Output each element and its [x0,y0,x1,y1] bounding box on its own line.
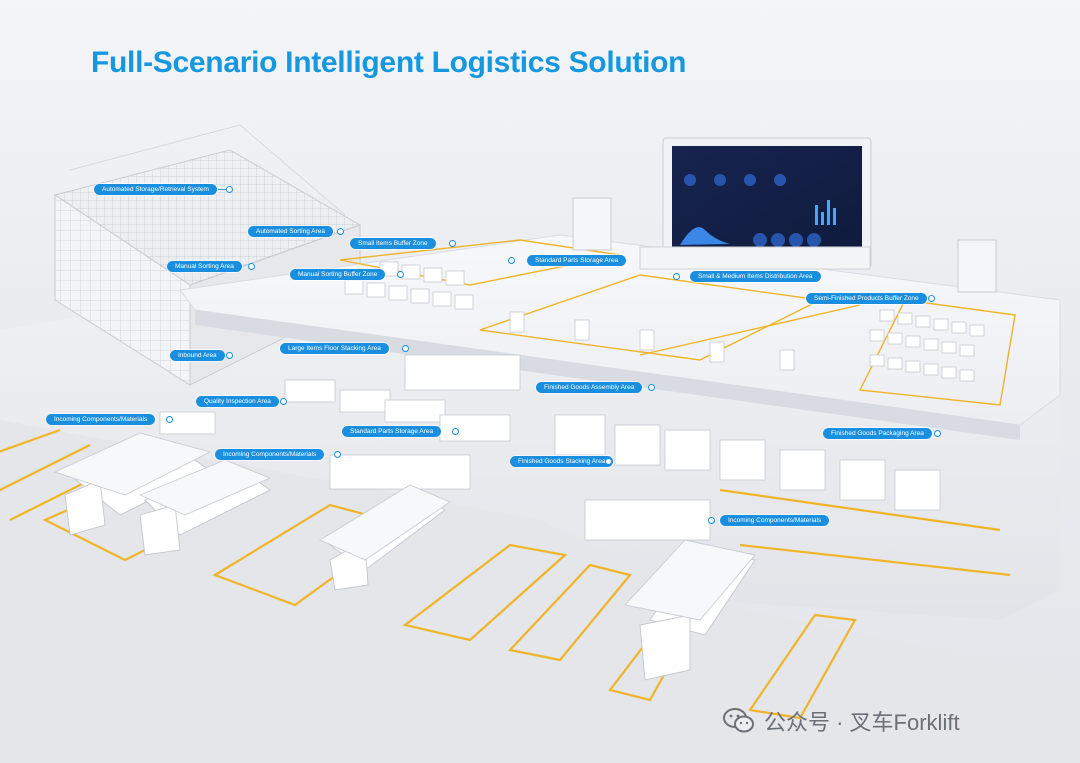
dot-incoming-left [166,416,173,423]
tag-incoming-right: Incoming Components/Materials [720,515,830,526]
tag-finished-goods-stacking: Finished Goods Stacking Area [510,456,614,467]
tag-standard-parts-storage-lower: Standard Parts Storage Area [342,426,442,437]
dot-automated-sorting [337,228,344,235]
tag-quality-inspection: Quality Inspection Area [196,396,279,407]
dot-asrs [226,186,233,193]
mezzanine-racks [344,261,985,382]
dot-semi-finished-buffer [928,295,935,302]
tag-finished-goods-assembly: Finished Goods Assembly Area [536,382,643,393]
wechat-icon [723,708,754,733]
dot-finished-goods-packaging [934,430,941,437]
road [0,420,1080,763]
mezzanine [179,234,1061,440]
tag-small-medium-distribution: Small & Medium Items Distribution Area [690,271,821,282]
dot-finished-goods-assembly [648,384,655,391]
tag-standard-parts-storage-upper: Standard Parts Storage Area [527,255,627,266]
dot-incoming-right [708,517,715,524]
dot-finished-goods-stacking [605,458,612,465]
dot-incoming-middle [334,451,341,458]
watermark: 公众号 · 叉车Forklift [722,705,960,737]
tag-large-items-stacking: Large Items Floor Stacking Area [280,343,389,354]
watermark-text: 公众号 · 叉车Forklift [764,710,960,735]
tag-manual-sorting: Manual Sorting Area [167,261,242,272]
dot-standard-parts-storage-upper [508,257,515,264]
tag-small-items-buffer: Small Items Buffer Zone [350,238,436,249]
dot-small-medium-distribution [673,273,680,280]
dot-inbound [226,352,233,359]
tag-incoming-left: Incoming Components/Materials [46,414,156,425]
dot-manual-sorting [248,263,255,270]
tag-manual-sorting-buffer: Manual Sorting Buffer Zone [290,269,386,280]
truck-canopies [53,432,756,621]
dot-manual-sorting-buffer [397,271,404,278]
ground-goods [159,354,941,541]
page-title: Full-Scenario Intelligent Logistics Solu… [91,46,687,79]
dot-standard-parts-storage-lower [452,428,459,435]
tag-semi-finished-buffer: Semi-Finished Products Buffer Zone [806,293,927,304]
tag-finished-goods-packaging: Finished Goods Packaging Area [823,428,932,439]
tag-incoming-middle: Incoming Components/Materials [215,449,325,460]
dot-small-items-buffer [449,240,456,247]
tag-automated-sorting: Automated Sorting Area [248,226,334,237]
dot-quality-inspection [280,398,287,405]
tag-asrs: Automated Storage/Retrieval System [94,184,217,195]
dashboard-screen [639,137,872,270]
tag-inbound: Inbound Area [170,350,225,361]
kiosks [572,197,997,293]
leader-asrs [218,189,228,190]
dot-large-items-stacking [402,345,409,352]
